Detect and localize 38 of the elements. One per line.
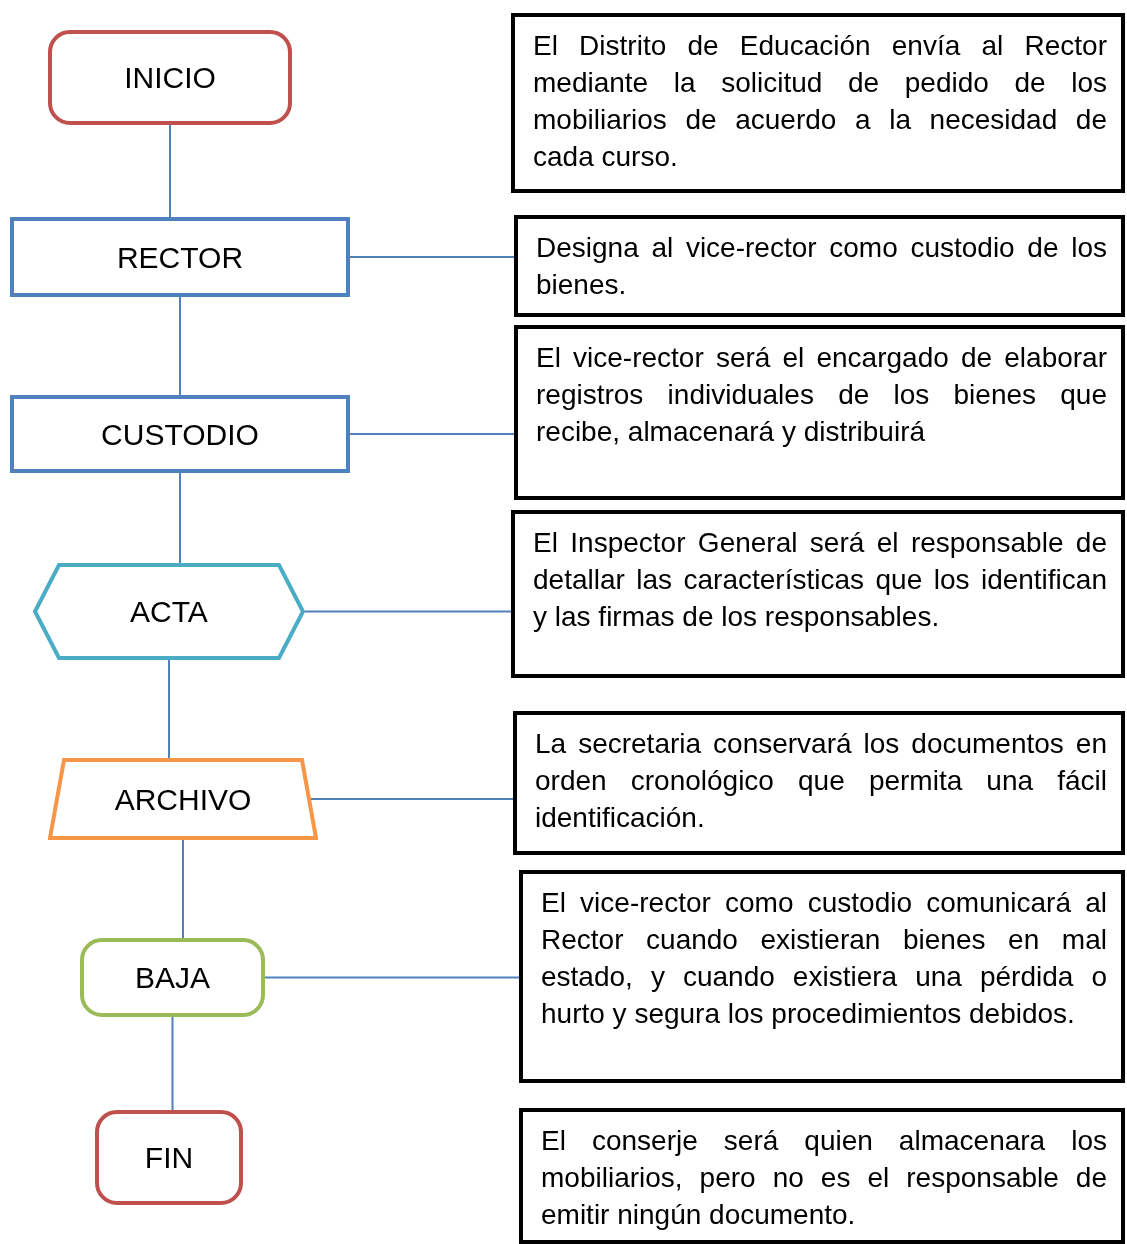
connector-line	[182, 839, 184, 939]
manual-operation-trapezoid	[48, 758, 318, 840]
description-text: El vice-rector como custodio comunicará al Rector cuando existieran bienes en mal estado, y cuando existiera una pérdida o hurto y segura los procedimientos debidos.	[541, 886, 1107, 1031]
process-box	[10, 395, 350, 473]
preparation-hexagon	[33, 563, 305, 660]
description-text: El vice-rector será el encargado de elaborar registros individuales de los bienes que recibe, almacenará y distribuirá	[536, 341, 1107, 449]
connector-line	[349, 433, 515, 435]
process-box	[10, 217, 350, 297]
description-box	[519, 1108, 1125, 1244]
connector-line	[179, 296, 181, 396]
description-box	[511, 510, 1125, 678]
connector-line	[179, 472, 181, 564]
connector-line	[349, 256, 515, 258]
process-terminal	[80, 938, 265, 1017]
description-box	[519, 870, 1125, 1083]
description-text: Designa al vice-rector como custodio de los bienes.	[536, 231, 1107, 302]
start-terminal	[48, 30, 292, 125]
connector-line	[264, 976, 520, 979]
step-label: INICIO	[124, 60, 216, 96]
connector-line	[171, 1016, 174, 1111]
description-text: El conserje será quien almacenara los mobiliarios, pero no es el responsable de emitir ningún documento.	[541, 1124, 1107, 1232]
connector-line	[304, 610, 512, 613]
step-label: CUSTODIO	[101, 416, 259, 453]
description-text: El Distrito de Educación envía al Rector mediante la solicitud de pedido de los mobiliarios de acuerdo a la necesidad de cada curso.	[533, 29, 1107, 174]
end-terminal	[95, 1110, 243, 1205]
description-box	[513, 711, 1125, 855]
step-label: ACTA	[130, 594, 208, 630]
step-label: RECTOR	[116, 239, 244, 276]
step-label: ARCHIVO	[114, 781, 252, 818]
description-box	[511, 13, 1125, 193]
step-label: BAJA	[135, 960, 210, 996]
connector-line	[169, 124, 171, 218]
description-text: El Inspector General será el responsable de detallar las características que los identifican y las firmas de los responsables.	[533, 526, 1107, 634]
description-box	[514, 215, 1125, 317]
description-box	[514, 325, 1125, 500]
step-label: FIN	[144, 1140, 194, 1176]
connector-line	[168, 659, 170, 759]
description-text: La secretaria conservará los documentos en orden cronológico que permita una fácil identificación.	[535, 727, 1107, 835]
